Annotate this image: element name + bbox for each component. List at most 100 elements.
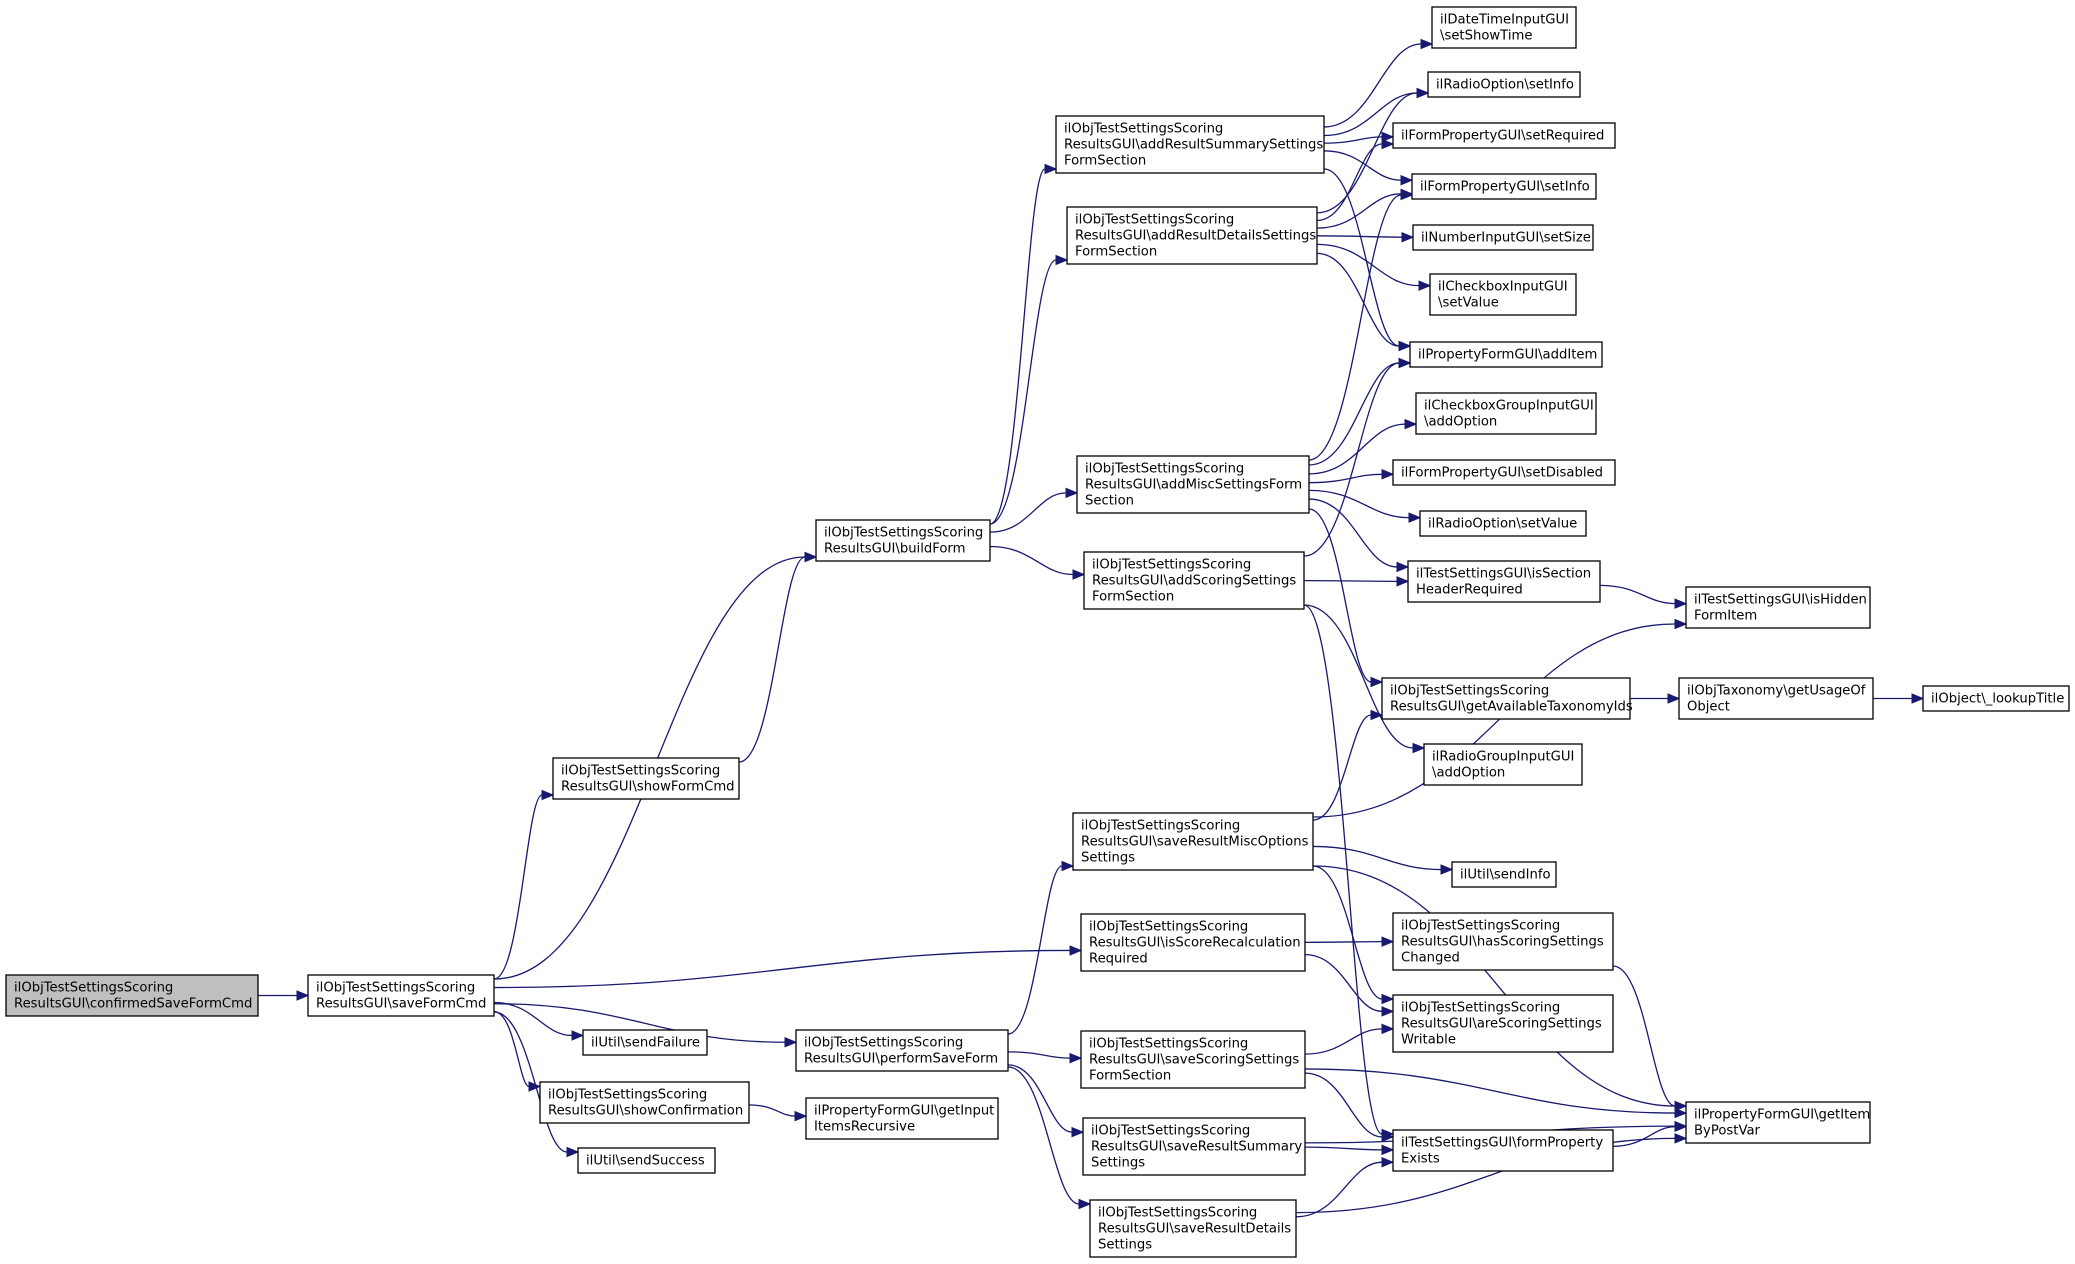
- node-label-line: FormSection: [1092, 590, 1174, 605]
- graph-node-n29[interactable]: ilObjTestSettingsScoringResultsGUI\getAv…: [1381, 677, 1633, 720]
- edge-n1-to-n4: [493, 1001, 585, 1041]
- graph-node-n33[interactable]: ilObjTestSettingsScoringResultsGUI\areSc…: [1392, 994, 1614, 1053]
- edge-line: [493, 1001, 573, 1037]
- graph-node-n10[interactable]: ilObjTestSettingsScoringResultsGUI\addRe…: [1066, 206, 1318, 265]
- graph-node-n31[interactable]: ilUtil\sendInfo: [1451, 861, 1557, 888]
- node-label-line: Exists: [1401, 1152, 1440, 1167]
- edge-n10-to-n19: [1316, 87, 1430, 214]
- graph-node-n12[interactable]: ilObjTestSettingsScoringResultsGUI\addSc…: [1083, 551, 1305, 610]
- graph-node-n28[interactable]: ilTestSettingsGUI\isSectionHeaderRequire…: [1407, 560, 1601, 603]
- graph-node-n23[interactable]: ilCheckboxInputGUI\setValue: [1429, 273, 1577, 316]
- edges-layer: [258, 38, 1925, 1218]
- graph-node-n16[interactable]: ilObjTestSettingsScoringResultsGUI\saveR…: [1082, 1117, 1306, 1176]
- edge-line: [1312, 623, 1676, 818]
- arrowhead-icon: [1381, 469, 1395, 480]
- node-label-line: ilObjTestSettingsScoring: [1064, 122, 1223, 137]
- graph-node-n22[interactable]: ilNumberInputGUI\setSize: [1412, 224, 1594, 251]
- edge-line: [1312, 845, 1442, 871]
- node-label-line: \addOption: [1424, 415, 1497, 430]
- edge-line: [1304, 941, 1383, 943]
- graph-node-n18[interactable]: ilDateTimeInputGUI\setShowTime: [1431, 6, 1577, 49]
- edge-n1-to-n5: [493, 1010, 542, 1092]
- arrowhead-icon: [1401, 231, 1415, 243]
- graph-node-n6[interactable]: ilUtil\sendSuccess: [577, 1147, 716, 1174]
- node-label-line: ilPropertyFormGUI\getInput: [814, 1104, 994, 1119]
- node-label-line: ilFormPropertyGUI\setInfo: [1420, 180, 1590, 195]
- graph-node-n4[interactable]: ilUtil\sendFailure: [582, 1029, 708, 1056]
- graph-node-n25[interactable]: ilCheckboxGroupInputGUI\addOption: [1415, 392, 1597, 435]
- edge-n12-to-n24: [1303, 357, 1412, 557]
- graph-node-n37[interactable]: ilObject\_lookupTitle: [1922, 685, 2070, 712]
- node-label-line: ResultsGUI\addMiscSettingsForm: [1085, 478, 1302, 493]
- graph-node-n9[interactable]: ilObjTestSettingsScoringResultsGUI\addRe…: [1055, 115, 1325, 174]
- edge-line: [1316, 252, 1400, 347]
- graph-node-n14[interactable]: ilObjTestSettingsScoringResultsGUI\isSco…: [1080, 913, 1306, 972]
- graph-node-n1[interactable]: ilObjTestSettingsScoringResultsGUI\saveF…: [307, 974, 495, 1017]
- graph-node-n13[interactable]: ilObjTestSettingsScoringResultsGUI\saveR…: [1072, 812, 1314, 871]
- arrowhead-icon: [1044, 163, 1058, 175]
- graph-node-n26[interactable]: ilFormPropertyGUI\setDisabled: [1392, 459, 1616, 486]
- node-label-line: Changed: [1401, 951, 1460, 966]
- edge-n3-to-n2: [738, 551, 818, 763]
- edge-line: [1295, 1137, 1676, 1214]
- graph-node-n11[interactable]: ilObjTestSettingsScoringResultsGUI\addMi…: [1076, 455, 1310, 514]
- node-label-line: ilDateTimeInputGUI: [1440, 13, 1569, 28]
- node-label-line: ilRadioGroupInputGUI: [1432, 750, 1574, 765]
- node-label-line: ilObject\_lookupTitle: [1931, 692, 2064, 707]
- arrowhead-icon: [1396, 561, 1410, 573]
- graph-node-n32[interactable]: ilObjTestSettingsScoringResultsGUI\hasSc…: [1392, 912, 1614, 971]
- edge-n13-to-n29: [1312, 709, 1384, 821]
- node-box: [1076, 455, 1310, 514]
- arrowhead-icon: [1381, 1144, 1395, 1156]
- arrowhead-icon: [1065, 487, 1079, 499]
- edge-n12-to-n30: [1303, 604, 1426, 754]
- node-label-line: \setValue: [1438, 296, 1499, 311]
- graph-node-n19[interactable]: ilRadioOption\setInfo: [1427, 71, 1581, 98]
- edge-n11-to-n21: [1308, 189, 1414, 461]
- edge-n11-to-n28: [1308, 498, 1410, 573]
- graph-node-n30[interactable]: ilRadioGroupInputGUI\addOption: [1423, 743, 1583, 786]
- graph-node-n27[interactable]: ilRadioOption\setValue: [1419, 510, 1587, 537]
- graph-node-n24[interactable]: ilPropertyFormGUI\addItem: [1409, 341, 1603, 368]
- graph-node-n3[interactable]: ilObjTestSettingsScoringResultsGUI\showF…: [552, 757, 740, 800]
- node-box: [1055, 115, 1325, 174]
- graph-node-n15[interactable]: ilObjTestSettingsScoringResultsGUI\saveS…: [1080, 1030, 1306, 1089]
- arrowhead-icon: [1667, 693, 1681, 704]
- edge-line: [1308, 194, 1402, 461]
- node-label-line: ResultsGUI\saveFormCmd: [316, 997, 486, 1012]
- arrowhead-icon: [1911, 693, 1925, 704]
- arrowhead-icon: [1404, 418, 1418, 430]
- edge-line: [1316, 143, 1383, 222]
- edge-n2-to-n11: [989, 487, 1079, 533]
- node-label-line: ilObjTestSettingsScoring: [1089, 1037, 1248, 1052]
- node-box: [5, 974, 259, 1017]
- arrowhead-icon: [1396, 576, 1410, 587]
- graph-node-n21[interactable]: ilFormPropertyGUI\setInfo: [1411, 173, 1597, 200]
- edge-line: [1599, 584, 1676, 605]
- node-label-line: ilUtil\sendSuccess: [586, 1154, 705, 1169]
- node-label-line: ResultsGUI\addResultDetailsSettings: [1075, 229, 1316, 244]
- node-box: [1080, 1030, 1306, 1089]
- graph-node-n5[interactable]: ilObjTestSettingsScoringResultsGUI\showC…: [539, 1081, 750, 1124]
- node-label-line: ilObjTestSettingsScoring: [1075, 213, 1234, 228]
- arrowhead-icon: [794, 1110, 808, 1122]
- graph-node-n17[interactable]: ilObjTestSettingsScoringResultsGUI\saveR…: [1089, 1199, 1297, 1258]
- node-label-line: ilObjTestSettingsScoring: [14, 981, 173, 996]
- graph-node-n2[interactable]: ilObjTestSettingsScoringResultsGUI\build…: [815, 519, 991, 562]
- arrowhead-icon: [1069, 1052, 1083, 1064]
- arrowhead-icon: [1674, 1100, 1688, 1112]
- node-box: [1419, 510, 1587, 537]
- edge-n9-to-n18: [1323, 38, 1434, 128]
- arrowhead-icon: [1400, 189, 1414, 201]
- node-label-line: ilObjTestSettingsScoring: [1092, 558, 1251, 573]
- graph-node-n20[interactable]: ilFormPropertyGUI\setRequired: [1392, 122, 1616, 149]
- edge-n10-to-n22: [1316, 231, 1415, 243]
- edge-n10-to-n24: [1316, 252, 1412, 352]
- edge-line: [1308, 489, 1410, 519]
- graph-node-n7[interactable]: ilObjTestSettingsScoringResultsGUI\perfo…: [795, 1029, 1009, 1072]
